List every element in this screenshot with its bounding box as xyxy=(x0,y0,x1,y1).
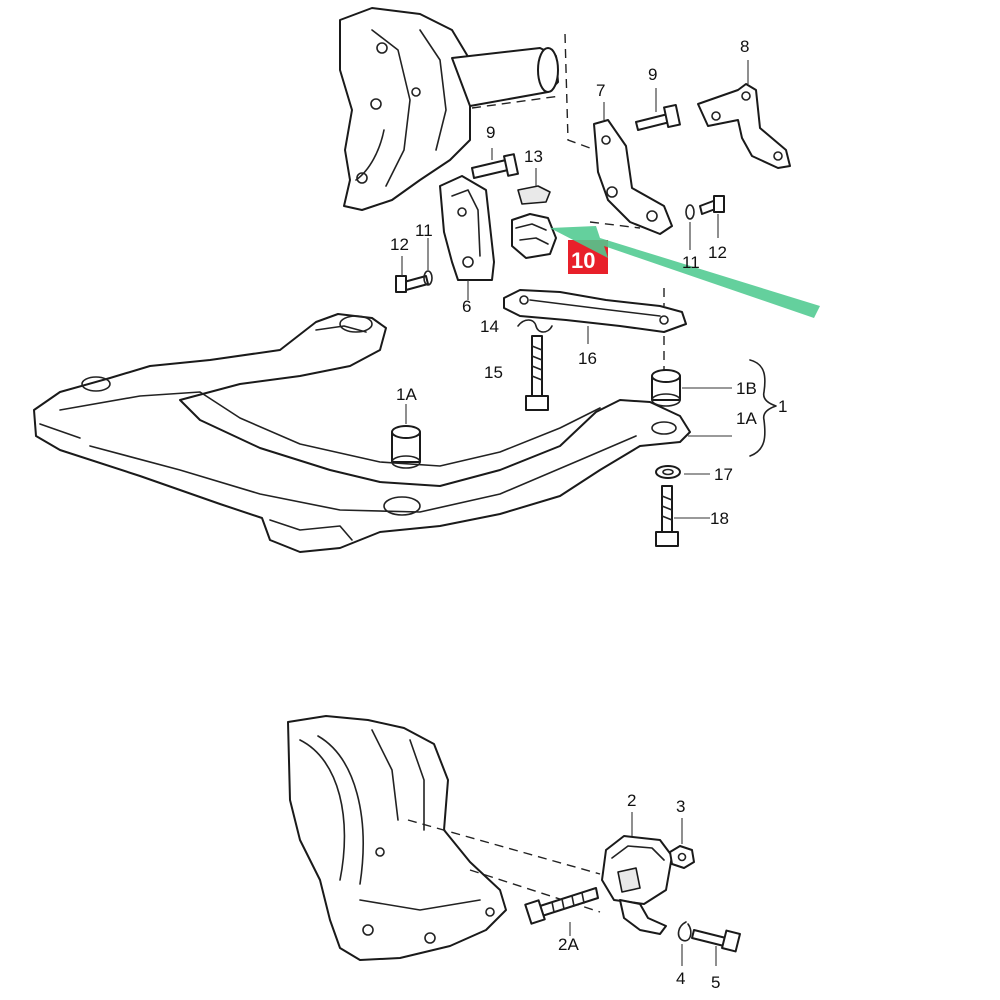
subframe-1 xyxy=(33,313,691,553)
callout-5: 5 xyxy=(711,973,720,992)
highlight-arrow xyxy=(550,226,820,318)
washer-17 xyxy=(655,465,710,479)
callout-2a: 2A xyxy=(558,935,579,954)
callout-4: 4 xyxy=(676,969,685,988)
callout-9-right: 9 xyxy=(648,65,657,84)
callout-12-right: 12 xyxy=(708,243,727,262)
bolt-9-left xyxy=(471,148,519,179)
group-brace-1 xyxy=(749,359,777,457)
callout-1a-right: 1A xyxy=(736,409,757,428)
guide-line-shaft xyxy=(564,33,591,149)
callout-6: 6 xyxy=(462,297,471,316)
callout-9-left: 9 xyxy=(486,123,495,142)
callout-11-left: 11 xyxy=(415,221,433,240)
callout-3: 3 xyxy=(676,797,685,816)
callout-13: 13 xyxy=(524,147,543,166)
bushing-1b xyxy=(651,369,732,437)
bracket-8 xyxy=(697,60,791,169)
bolt-12-left xyxy=(395,238,433,293)
callout-14: 14 xyxy=(480,317,499,336)
bolt-5 xyxy=(691,929,741,966)
callout-17: 17 xyxy=(714,465,733,484)
callout-2: 2 xyxy=(627,791,636,810)
bolt-18 xyxy=(655,485,710,547)
bolt-15 xyxy=(525,335,549,411)
transmission-housing-top xyxy=(339,7,561,211)
bracket-7 xyxy=(589,102,673,235)
bolt-9-right xyxy=(635,88,681,131)
callout-12-left: 12 xyxy=(390,235,409,254)
washer-4 xyxy=(677,921,692,966)
bolt-12-right xyxy=(685,195,725,250)
callout-8: 8 xyxy=(740,37,749,56)
callout-15: 15 xyxy=(484,363,503,382)
callout-11-right: 11 xyxy=(682,253,700,272)
bolt-2a xyxy=(524,887,599,936)
bracket-6 xyxy=(439,175,495,300)
callout-18: 18 xyxy=(710,509,729,528)
callout-1: 1 xyxy=(778,397,787,416)
bushing-1a-center xyxy=(391,404,421,469)
nut-3 xyxy=(669,818,695,869)
transmission-housing-bottom xyxy=(287,715,601,961)
callout-1a-center: 1A xyxy=(396,385,417,404)
callout-7: 7 xyxy=(596,81,605,100)
callout-16: 16 xyxy=(578,349,597,368)
crossmember-16 xyxy=(503,288,687,370)
mount-2 xyxy=(601,812,673,935)
clip-14 xyxy=(517,319,553,333)
callout-1b: 1B xyxy=(736,379,757,398)
callout-10: 10 xyxy=(571,248,595,273)
